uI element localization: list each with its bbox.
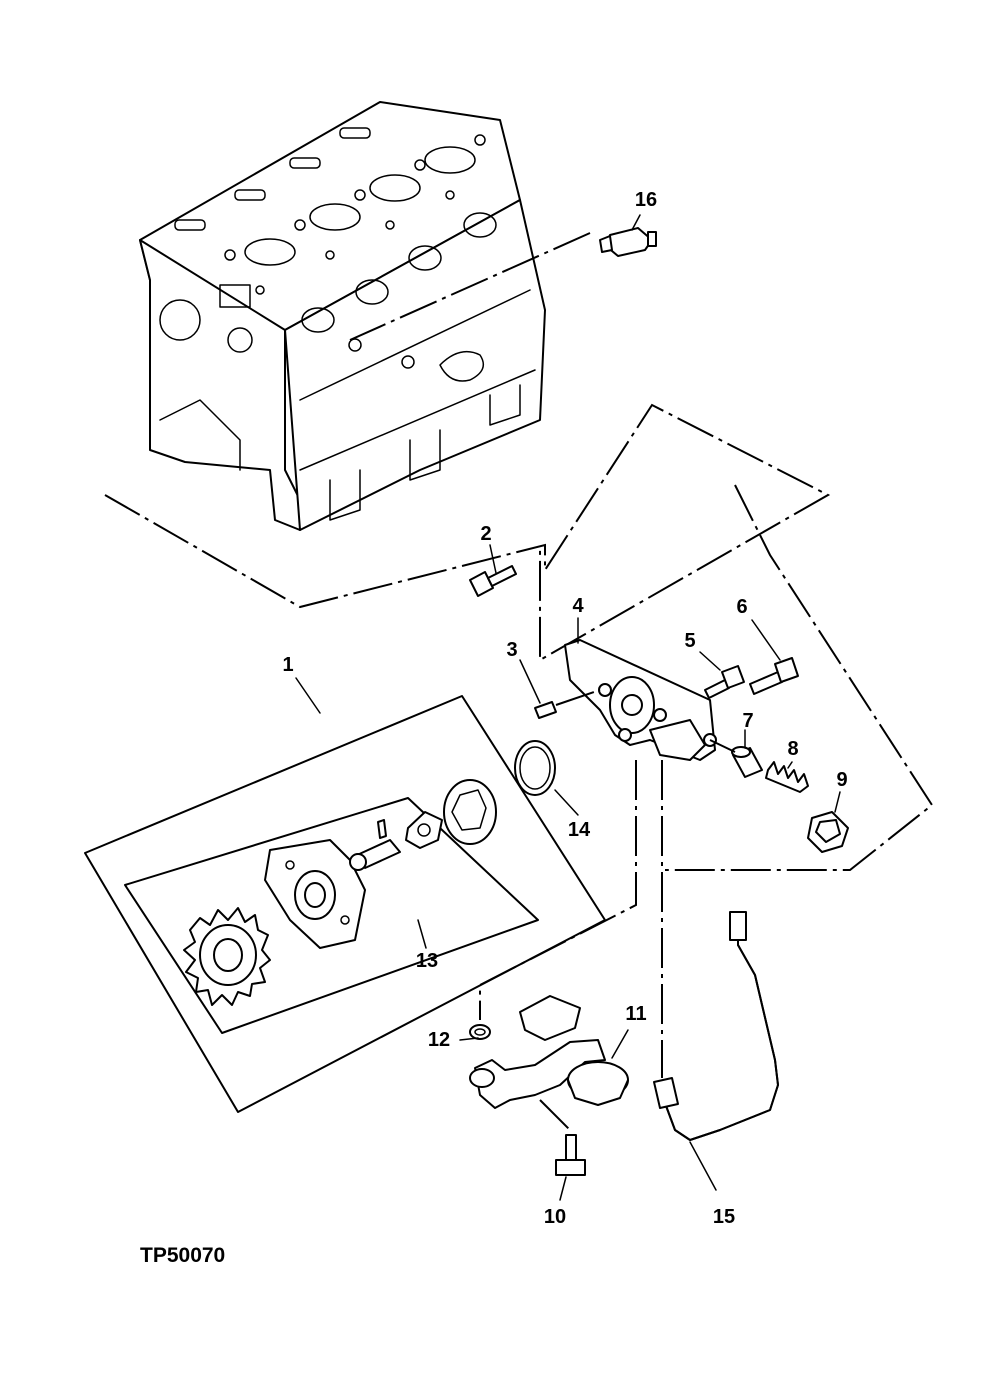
plug — [807, 811, 849, 853]
leader-1 — [295, 677, 321, 714]
centerline-16 — [349, 232, 591, 341]
sealing-washer — [469, 1024, 491, 1040]
leader-10 — [559, 1176, 567, 1201]
callout-7: 7 — [742, 710, 753, 732]
callout-2: 2 — [480, 523, 491, 545]
shaft-pin — [377, 819, 387, 839]
leader-16 — [631, 214, 641, 231]
callout-5: 5 — [684, 630, 695, 652]
bolt — [749, 657, 799, 695]
callout-8: 8 — [787, 738, 798, 760]
centerline-10 — [539, 1099, 573, 1133]
oil-pump-housing — [564, 639, 717, 761]
mounting-outline-right — [665, 484, 934, 871]
bolt — [469, 565, 517, 597]
leader-6 — [751, 619, 781, 661]
leader-11 — [611, 1029, 629, 1059]
centerline-7 — [709, 739, 736, 753]
callout-9: 9 — [836, 769, 847, 791]
callout-3: 3 — [506, 639, 517, 661]
bolt — [704, 665, 745, 699]
callout-14: 14 — [568, 819, 591, 841]
leader-5 — [699, 651, 721, 671]
o-ring — [514, 740, 556, 796]
leader-2 — [489, 544, 497, 574]
spring — [765, 761, 809, 793]
callout-15: 15 — [713, 1206, 735, 1228]
leader-3 — [519, 659, 541, 704]
outer-rotor — [443, 779, 497, 845]
centerline-3 — [555, 689, 601, 706]
oil-tube — [653, 911, 779, 1141]
callout-11: 11 — [625, 1003, 646, 1025]
oil-strainer — [469, 995, 629, 1109]
callout-13: 13 — [416, 950, 438, 972]
oil-pressure-switch — [599, 227, 657, 257]
leader-9 — [834, 791, 841, 813]
callout-12: 12 — [428, 1029, 450, 1051]
leader-12 — [459, 1037, 479, 1041]
figure-id: TP50070 — [140, 1244, 225, 1267]
centerline-strainer — [479, 760, 637, 1020]
pump-shaft — [349, 839, 401, 871]
callout-1: 1 — [282, 654, 293, 676]
bolt — [555, 1134, 586, 1176]
leader-15 — [689, 1141, 717, 1191]
inner-rotor — [405, 811, 443, 849]
callout-4: 4 — [572, 595, 584, 617]
leader-14 — [554, 789, 579, 816]
leader-13 — [417, 919, 427, 949]
callout-16: 16 — [635, 189, 657, 211]
dowel-pin — [534, 701, 557, 719]
pump-cover — [264, 839, 366, 949]
engine-block — [139, 101, 546, 531]
drive-gear — [183, 907, 271, 1006]
relief-valve — [731, 746, 763, 778]
leader-8 — [787, 761, 793, 769]
pump-components-outline — [124, 797, 539, 1034]
callout-10: 10 — [544, 1206, 566, 1228]
callout-6: 6 — [736, 596, 747, 618]
